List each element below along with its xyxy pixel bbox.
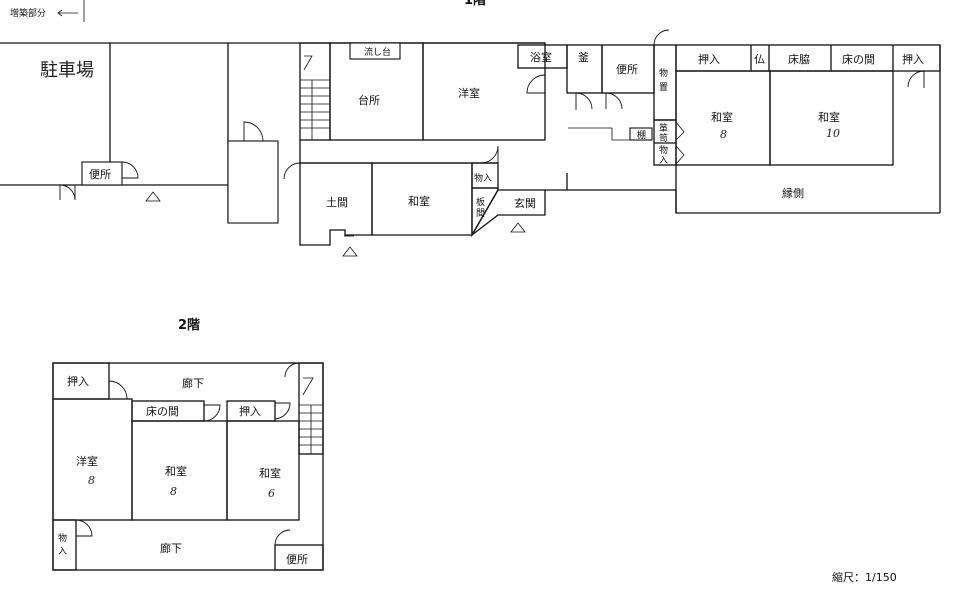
storage-2f-door bbox=[75, 519, 93, 537]
engawa-label: 縁側 bbox=[782, 186, 804, 200]
japanese-b-box bbox=[226, 420, 300, 521]
sink-counter-label: 流し台 bbox=[364, 46, 391, 58]
floor2-plan: 2階 押入 廊下 洋室 8 床の間 和室 8 押入 和室 6 物 bbox=[52, 317, 324, 571]
entrance-east-wall bbox=[566, 173, 677, 213]
toilet-left-box bbox=[81, 161, 123, 186]
japanese-10-label: 和室 bbox=[818, 110, 840, 124]
storage-2f-label-2: 入 bbox=[58, 546, 67, 557]
closet-small-label-2: 入 bbox=[659, 155, 668, 166]
closet-nw-door bbox=[108, 380, 128, 400]
scale-label: 縮尺：1/150 bbox=[832, 570, 897, 584]
toilet-left-door bbox=[121, 161, 139, 179]
western-room-2f-size: 8 bbox=[88, 474, 95, 487]
utility-dashed-wall bbox=[568, 127, 630, 141]
toilet-left-label: 便所 bbox=[89, 168, 111, 181]
kitchen-label: 台所 bbox=[358, 93, 380, 107]
itama-label-2: 間 bbox=[476, 208, 485, 219]
toilet-door bbox=[605, 92, 623, 110]
storage-block-door bbox=[243, 121, 264, 142]
storage-2f-box bbox=[52, 519, 77, 571]
western-room-2f-label: 洋室 bbox=[76, 454, 98, 468]
itama-label-1: 板 bbox=[476, 196, 485, 208]
stair-1f-winder bbox=[303, 55, 313, 71]
storage-block bbox=[227, 140, 279, 224]
stair-2f-door bbox=[284, 362, 300, 378]
extension-arrow-head bbox=[57, 9, 63, 17]
butsudan-label: 仏 bbox=[754, 53, 765, 66]
tansu-label-2: 笥 bbox=[659, 132, 668, 144]
stair-2f-winder bbox=[302, 377, 314, 396]
shelf-label: 棚 bbox=[637, 129, 646, 141]
japanese-8-label: 和室 bbox=[711, 110, 733, 124]
tansu-label-1: 箪 bbox=[659, 122, 668, 134]
corridor-south-label: 廊下 bbox=[160, 541, 182, 555]
engawa-wall bbox=[675, 165, 940, 214]
tokonoma-2f-label: 床の間 bbox=[146, 404, 179, 418]
closet-mid-label: 物入 bbox=[474, 172, 492, 184]
tokonoma-door bbox=[203, 404, 221, 422]
extension-note: 増築部分 bbox=[10, 7, 46, 19]
closet-small-label-1: 物 bbox=[659, 144, 668, 156]
japanese-8-size: 8 bbox=[720, 128, 727, 141]
japanese-middle-label: 和室 bbox=[408, 194, 430, 208]
floor1-title: 1階 bbox=[464, 0, 486, 8]
bathroom-label: 浴室 bbox=[530, 50, 552, 64]
doma-label: 土間 bbox=[326, 196, 348, 209]
closet-nw-label: 押入 bbox=[67, 374, 89, 388]
japanese-a-label: 和室 bbox=[165, 464, 187, 478]
toilet-2f-door bbox=[274, 529, 291, 546]
tokowaki-label: 床脇 bbox=[788, 52, 810, 66]
japanese-a-size: 8 bbox=[170, 485, 177, 498]
storage-a-label-2: 置 bbox=[659, 82, 668, 93]
closet-2f-door bbox=[274, 402, 291, 420]
japanese-b-label: 和室 bbox=[259, 466, 281, 480]
toilet-2f-label: 便所 bbox=[286, 553, 308, 566]
storage-2f-label-1: 物 bbox=[58, 532, 67, 544]
shelf-box bbox=[629, 127, 653, 141]
floor1-plan: 1階 増築部分 駐車場 便所 流し台 bbox=[0, 0, 941, 257]
entrance-label: 玄関 bbox=[514, 196, 536, 210]
stair-1f bbox=[299, 42, 331, 141]
western-room-box bbox=[422, 42, 546, 141]
sink-counter-box bbox=[349, 42, 401, 60]
boiler-door bbox=[575, 92, 593, 110]
closet-2f-label: 押入 bbox=[239, 404, 261, 418]
tokonoma-label: 床の間 bbox=[842, 52, 875, 66]
japanese-10-box bbox=[769, 70, 894, 166]
doma-door bbox=[283, 162, 301, 185]
closet-north-label: 押入 bbox=[698, 52, 720, 66]
floor2-title: 2階 bbox=[178, 317, 200, 333]
parking-label: 駐車場 bbox=[40, 60, 94, 81]
bathroom-door bbox=[526, 74, 546, 94]
entry-marker-2 bbox=[342, 246, 358, 257]
japanese-b-size: 6 bbox=[268, 487, 275, 500]
boiler-label: 釜 bbox=[578, 50, 589, 64]
closet-ne-label: 押入 bbox=[902, 52, 924, 66]
japanese-10-size: 10 bbox=[826, 127, 840, 140]
entry-marker-1 bbox=[145, 191, 161, 202]
western-room-label: 洋室 bbox=[458, 86, 480, 100]
storage-a-label-1: 物 bbox=[659, 67, 668, 79]
closet-ne-door bbox=[907, 70, 925, 88]
tansu-door-mark bbox=[675, 121, 685, 141]
entrance-door bbox=[480, 145, 499, 164]
closet-door-mark bbox=[675, 145, 685, 165]
stair-1f-treads bbox=[300, 79, 330, 140]
toilet-label: 便所 bbox=[616, 63, 638, 76]
doma-north-wall bbox=[299, 140, 498, 164]
storage-a-door bbox=[653, 29, 670, 46]
parking-door bbox=[59, 184, 76, 201]
entry-marker-3 bbox=[510, 222, 526, 233]
corridor-north-label: 廊下 bbox=[182, 376, 204, 390]
entrance-box bbox=[471, 189, 546, 236]
toilet-2f-box bbox=[274, 544, 324, 571]
stair-2f-treads bbox=[299, 404, 323, 454]
